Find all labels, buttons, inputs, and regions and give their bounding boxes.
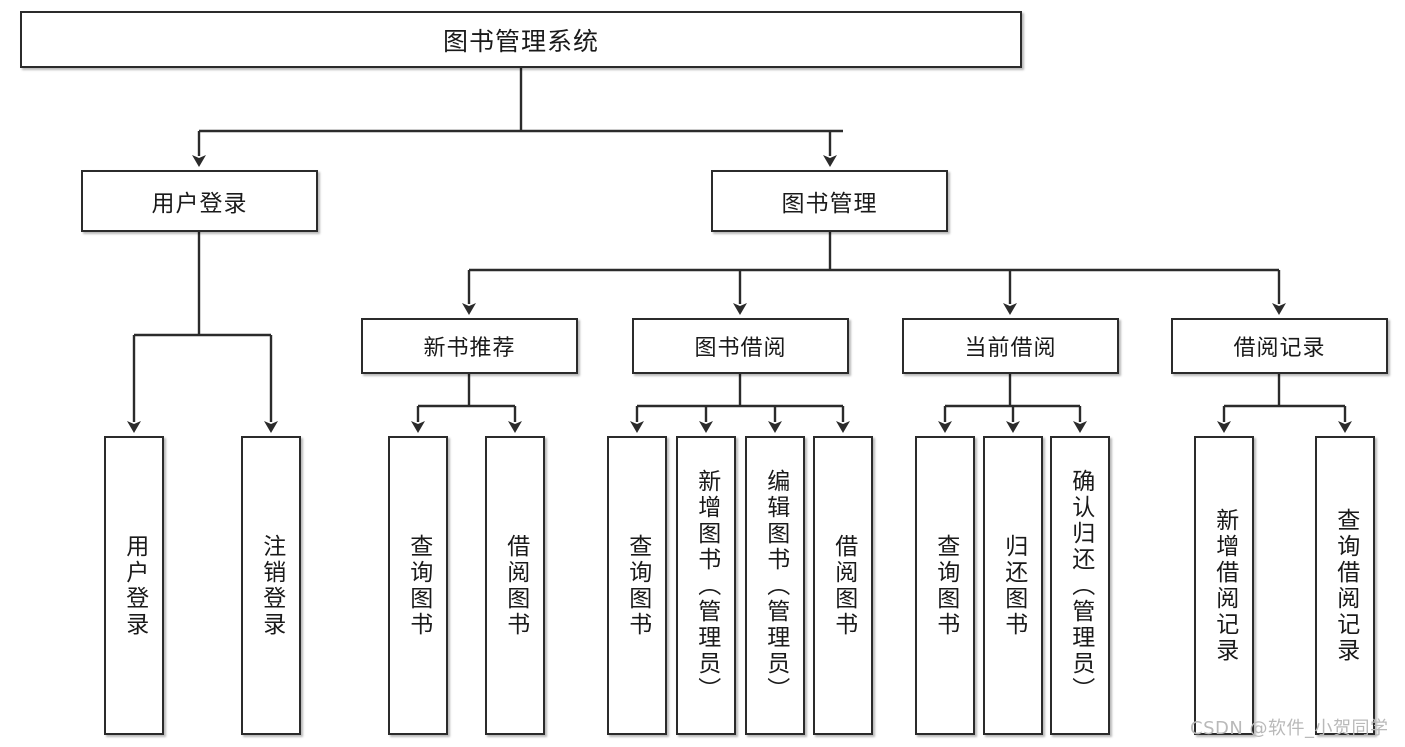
node-current-borrow-label: 当前借阅 — [964, 336, 1057, 361]
leaf-label: 归还图书 — [1000, 533, 1027, 638]
node-book-management[interactable]: 图书管理 — [711, 170, 948, 232]
leaf-label: 用户登录 — [121, 533, 148, 638]
leaf-label: 新增借阅记录 — [1211, 507, 1238, 664]
node-new-book-recommend-label: 新书推荐 — [423, 336, 516, 361]
node-new-book-recommend[interactable]: 新书推荐 — [361, 318, 578, 374]
node-user-login[interactable]: 用户登录 — [81, 170, 318, 232]
node-borrow-record[interactable]: 借阅记录 — [1171, 318, 1388, 374]
leaf-label: 查询图书 — [624, 533, 651, 638]
leaf-book-borrow-query[interactable]: 查询图书 — [607, 436, 667, 735]
leaf-user-login-login[interactable]: 用户登录 — [104, 436, 164, 735]
leaf-new-book-borrow[interactable]: 借阅图书 — [485, 436, 545, 735]
node-borrow-record-label: 借阅记录 — [1233, 336, 1326, 361]
watermark: CSDN @软件_小贺同学 — [1190, 718, 1389, 739]
leaf-label: 注销登录 — [258, 533, 285, 638]
leaf-label: 新增图书（管理员） — [693, 468, 720, 703]
leaf-borrow-record-query[interactable]: 查询借阅记录 — [1315, 436, 1375, 735]
leaf-label: 借阅图书 — [502, 533, 529, 638]
leaf-book-borrow-add[interactable]: 新增图书（管理员） — [676, 436, 736, 735]
leaf-user-login-logout[interactable]: 注销登录 — [241, 436, 301, 735]
leaf-book-borrow-edit[interactable]: 编辑图书（管理员） — [745, 436, 805, 735]
leaf-label: 编辑图书（管理员） — [762, 468, 789, 703]
node-book-borrow-label: 图书借阅 — [694, 336, 787, 361]
node-current-borrow[interactable]: 当前借阅 — [902, 318, 1119, 374]
leaf-label: 查询图书 — [405, 533, 432, 638]
node-root-label: 图书管理系统 — [442, 26, 599, 56]
leaf-label: 查询图书 — [932, 533, 959, 638]
node-book-management-label: 图书管理 — [781, 191, 878, 217]
leaf-current-borrow-return[interactable]: 归还图书 — [983, 436, 1043, 735]
leaf-new-book-query[interactable]: 查询图书 — [388, 436, 448, 735]
leaf-book-borrow-borrow[interactable]: 借阅图书 — [813, 436, 873, 735]
node-root[interactable]: 图书管理系统 — [20, 11, 1022, 68]
leaf-label: 确认归还（管理员） — [1067, 468, 1094, 703]
node-user-login-label: 用户登录 — [151, 191, 248, 217]
node-book-borrow[interactable]: 图书借阅 — [632, 318, 849, 374]
leaf-label: 借阅图书 — [830, 533, 857, 638]
leaf-current-borrow-query[interactable]: 查询图书 — [915, 436, 975, 735]
leaf-current-borrow-confirm-return[interactable]: 确认归还（管理员） — [1050, 436, 1110, 735]
leaf-borrow-record-add[interactable]: 新增借阅记录 — [1194, 436, 1254, 735]
leaf-label: 查询借阅记录 — [1332, 507, 1359, 664]
